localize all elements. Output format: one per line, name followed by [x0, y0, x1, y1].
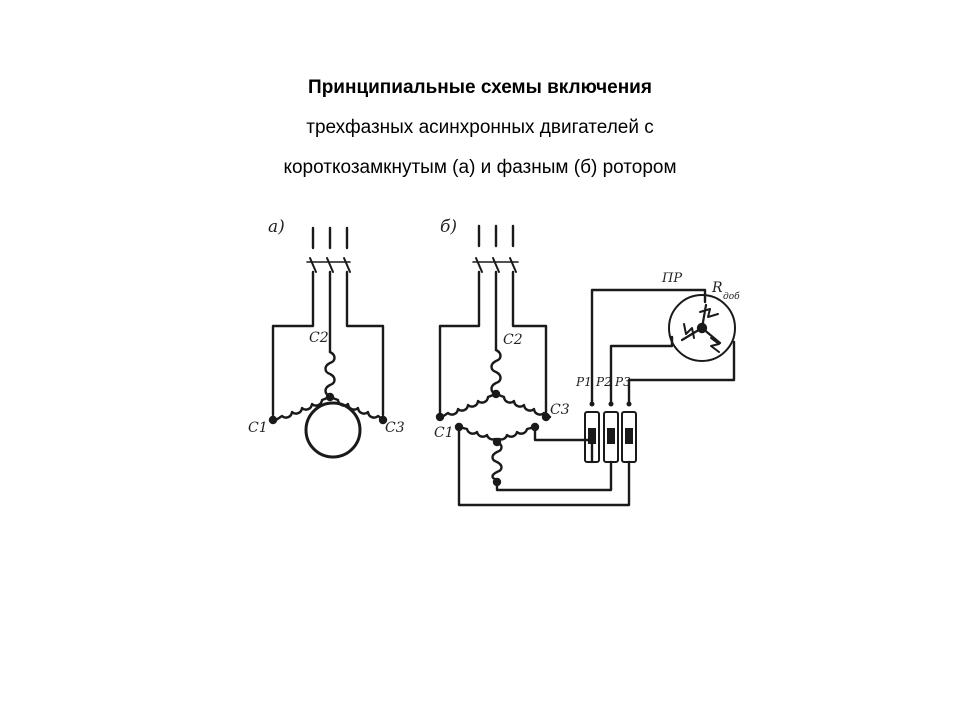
diagram-b-rotor-lead-3	[495, 460, 613, 492]
diagram-b-label-c1: С1	[434, 425, 454, 441]
diagram-b-label-p1: Р1	[575, 375, 592, 389]
diagram-a-label-c1: С1	[248, 420, 268, 436]
diagram-b-rotor-winding-1	[457, 425, 501, 444]
diagram-b-wire-c3	[511, 270, 548, 415]
slip-ring-2	[603, 411, 619, 463]
diagram-b: б)	[434, 217, 740, 507]
diagram-b-label-r-sub: доб	[723, 291, 740, 302]
diagram-a-tag: а)	[268, 217, 285, 237]
slide-title: Принципиальные схемы включения трехфазны…	[180, 68, 780, 188]
diagram-b-tag: б)	[440, 217, 457, 237]
brush-3	[625, 428, 633, 444]
title-line-3: короткозамкнутым (а) и фазным (б) роторо…	[283, 157, 677, 178]
diagram-b-label-pr: ПР	[661, 271, 682, 286]
diagram-b-rheostat-lead-2	[609, 335, 674, 406]
brush-2	[607, 428, 615, 444]
diagram-a-label-c3: С3	[385, 420, 405, 436]
diagram-a-label-c2: С2	[309, 330, 329, 346]
diagram-b-label-r: R	[711, 280, 723, 296]
rheostat-body	[668, 294, 736, 362]
diagram-a-winding-c2	[324, 350, 336, 398]
diagram-b-label-c3: С3	[550, 402, 570, 418]
diagram-b-label-c2: С2	[503, 332, 523, 348]
diagram-b-label-p2: Р2	[595, 375, 612, 389]
title-line-2: трехфазных асинхронных двигателей с	[306, 117, 654, 138]
diagram-b-stator-winding-c2	[490, 348, 502, 396]
diagram-a-switch	[306, 257, 351, 273]
diagram-b-rotor-winding-2	[493, 425, 537, 444]
diagram-a-wire-c3	[345, 270, 385, 417]
diagram-b-label-p3: Р3	[614, 375, 631, 389]
diagram-b-terminal-c1	[435, 412, 445, 422]
brush-1	[588, 428, 596, 444]
diagram-b-rotor-star-point	[492, 437, 502, 447]
diagram-a-terminal-c1	[268, 415, 278, 425]
diagram-a-wire-c1	[271, 270, 315, 417]
title-line-1: Принципиальные схемы включения	[308, 77, 652, 98]
diagram-b-stator-winding-c1	[440, 392, 498, 419]
diagram-a-winding-c1	[274, 395, 332, 422]
diagram-b-stator-winding-c3	[494, 392, 552, 419]
diagram-b-switch	[472, 257, 519, 273]
diagram-b-starting-rheostat	[668, 294, 736, 362]
rheostat-hub	[696, 322, 708, 334]
diagram-a: а) С1 С2 С3	[248, 217, 405, 459]
diagram-b-rotor-lead-1	[457, 425, 631, 507]
diagram-b-terminal-c3	[541, 412, 551, 422]
diagram-a-rotor	[304, 401, 362, 459]
diagram-b-rotor-lead-2	[533, 425, 594, 464]
diagram-b-stator-star-point	[491, 389, 501, 399]
diagram-a-terminal-c3	[378, 415, 388, 425]
slip-ring-3	[621, 411, 637, 463]
diagram-b-wire-c1	[438, 270, 481, 415]
slip-ring-1	[584, 411, 600, 463]
diagram-b-slip-rings	[584, 401, 637, 463]
diagram-b-rotor-winding-3	[491, 440, 503, 482]
diagram-b-rheostat-lead-3	[627, 340, 736, 406]
diagram-a-star-point	[325, 392, 335, 402]
